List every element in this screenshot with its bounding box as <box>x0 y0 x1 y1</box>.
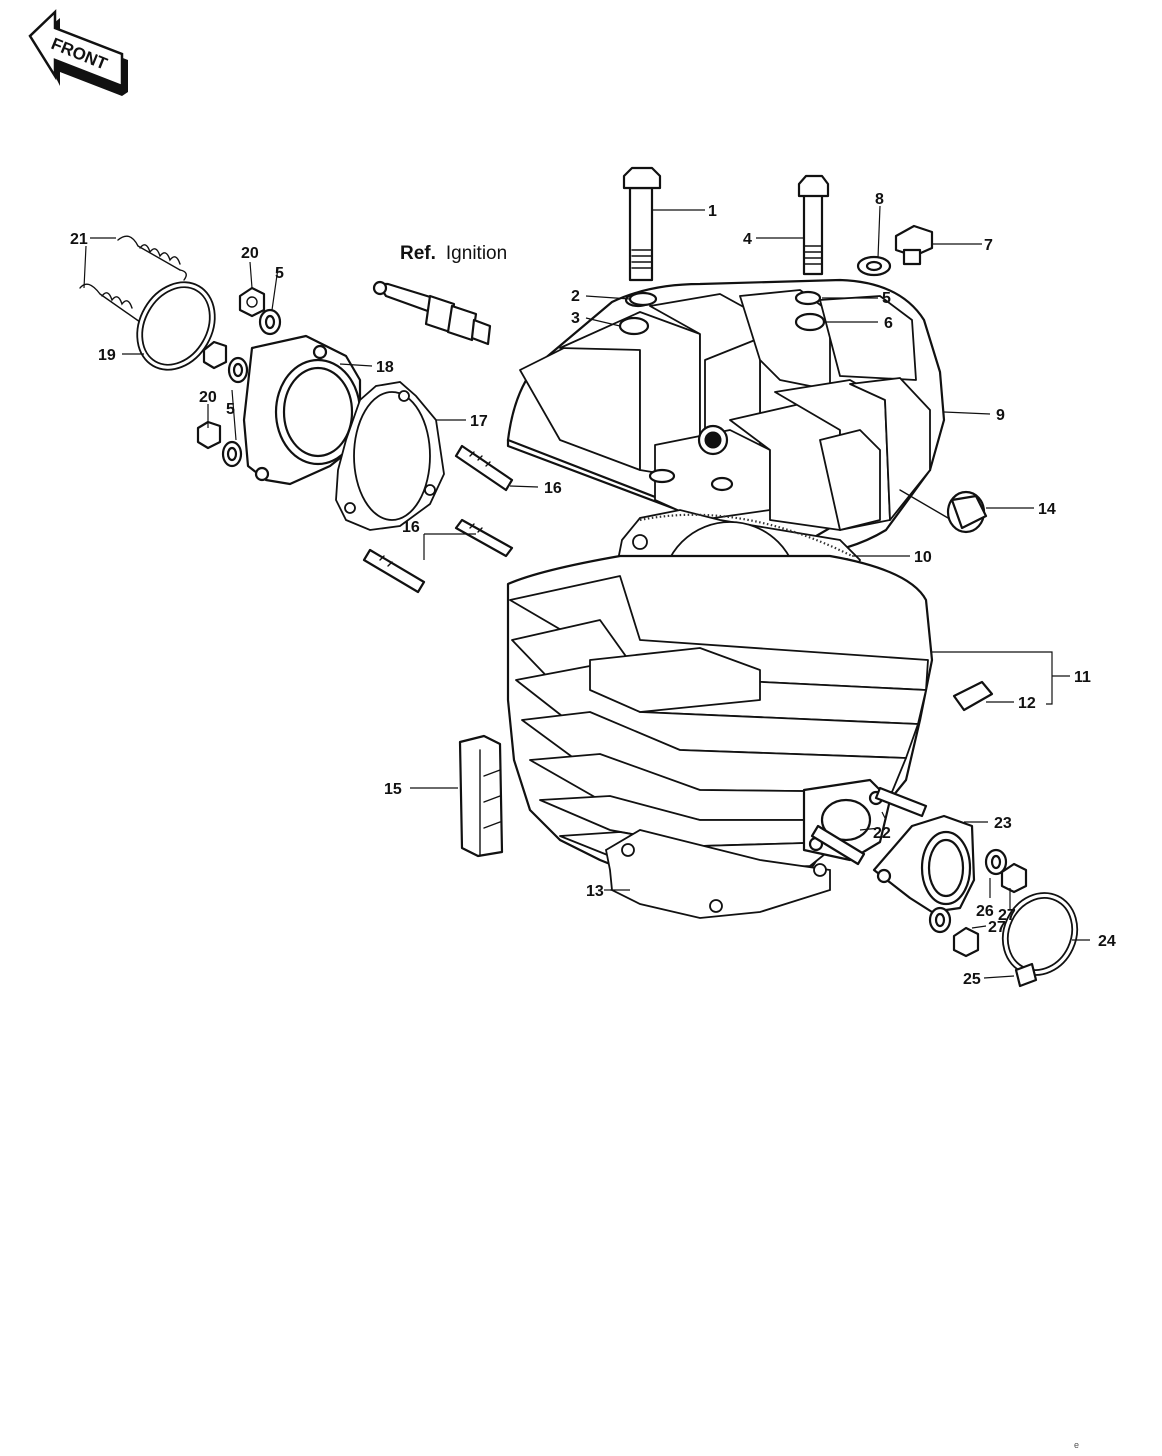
clamp-band-24 <box>1001 892 1079 976</box>
callout-16-upper: 16 <box>544 480 562 497</box>
callout-9: 9 <box>996 407 1005 424</box>
callout-26: 26 <box>976 903 994 920</box>
corner-mark: e <box>1074 1440 1079 1450</box>
leader-lines <box>83 205 1090 979</box>
studs-16 <box>362 444 514 594</box>
callouts: 1 2 3 4 5 5 5 6 7 8 9 10 11 12 13 14 15 … <box>70 191 1116 988</box>
head-bolt-long <box>622 166 662 282</box>
callout-4: 4 <box>743 231 752 248</box>
gasket-ring-19 <box>136 281 216 371</box>
ref-text: Ignition <box>446 243 507 264</box>
callout-1: 1 <box>708 203 717 220</box>
cylinder <box>506 554 934 882</box>
clamp-screw-25 <box>1014 962 1038 988</box>
callout-20-top: 20 <box>241 245 259 262</box>
washer-5b <box>221 356 249 468</box>
callout-25: 25 <box>963 971 981 988</box>
callout-12: 12 <box>1018 695 1036 712</box>
washer-5a <box>258 308 282 336</box>
callout-3: 3 <box>571 310 580 327</box>
callout-24: 24 <box>1098 933 1116 950</box>
callout-8: 8 <box>875 191 884 208</box>
nut-20a <box>238 286 266 318</box>
callout-19: 19 <box>98 347 116 364</box>
callout-5-exhaust-low: 5 <box>226 401 235 418</box>
intake-studs-22 <box>810 786 928 866</box>
callout-17: 17 <box>470 413 488 430</box>
callout-27-upper: 27 <box>998 907 1016 924</box>
spark-plug <box>372 280 492 346</box>
callout-18: 18 <box>376 359 394 376</box>
cap-14 <box>946 490 988 534</box>
plug-bolt-7 <box>894 224 934 266</box>
callout-7: 7 <box>984 237 993 254</box>
callout-13: 13 <box>586 883 604 900</box>
callout-2: 2 <box>571 288 580 305</box>
callout-16-lower: 16 <box>402 519 420 536</box>
nut-27 <box>952 862 1028 958</box>
cylinder-head <box>506 278 949 558</box>
callout-23: 23 <box>994 815 1012 832</box>
front-arrow: FRONT <box>28 9 128 96</box>
ref-label: Ref. Ignition <box>400 243 507 264</box>
callout-6: 6 <box>884 315 893 332</box>
base-gasket <box>604 829 831 919</box>
intake-pipe-23 <box>872 814 976 914</box>
callout-20-low: 20 <box>199 389 217 406</box>
washer-2 <box>628 291 658 307</box>
washer-8 <box>856 255 892 277</box>
callout-5-head: 5 <box>882 290 891 307</box>
exhaust-gasket-17 <box>335 381 445 531</box>
callout-11: 11 <box>1074 669 1091 686</box>
callout-22: 22 <box>873 825 891 842</box>
callout-5-exhaust-top: 5 <box>275 265 284 282</box>
callout-15: 15 <box>384 781 402 798</box>
callout-27-lower: 27 <box>988 919 1006 936</box>
callout-10: 10 <box>914 549 932 566</box>
dowel-pin-12 <box>952 680 994 712</box>
callout-14: 14 <box>1038 501 1056 518</box>
head-bolt-short <box>797 174 830 276</box>
washer-26 <box>928 848 1008 934</box>
ref-prefix: Ref. <box>400 243 436 264</box>
damper-rubber-15 <box>458 734 504 858</box>
callout-21: 21 <box>70 231 88 248</box>
